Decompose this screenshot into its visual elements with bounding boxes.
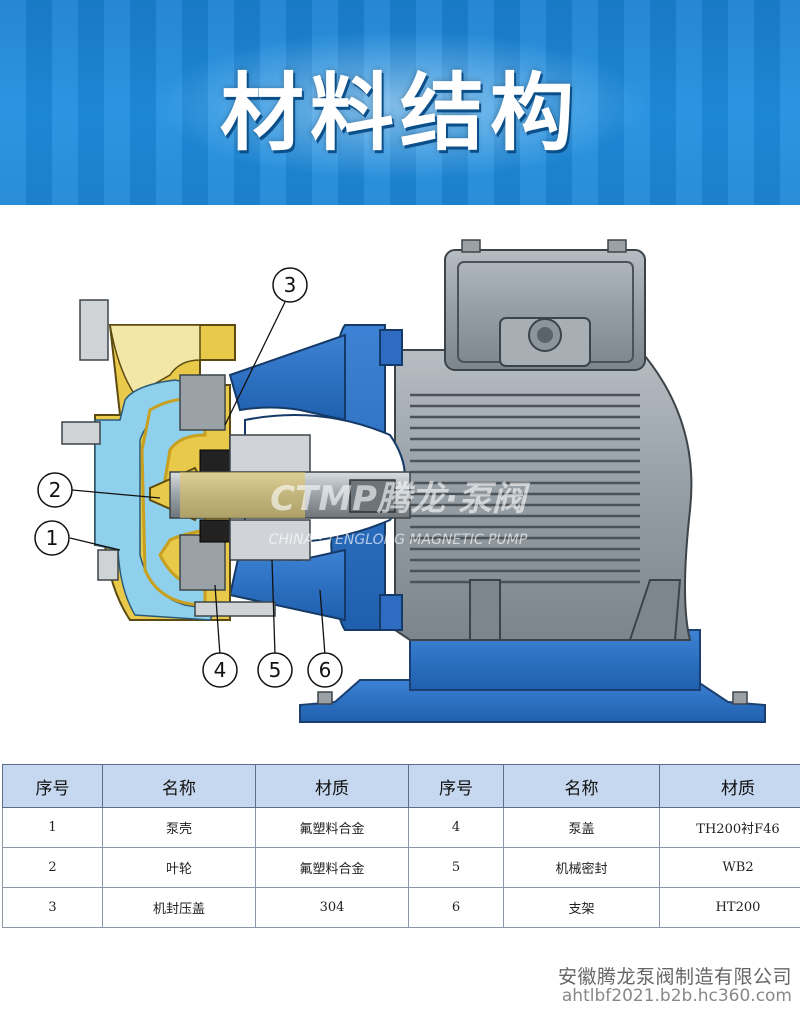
header-banner: 材料结构	[0, 0, 800, 205]
watermark-subtitle: CHINA · TENGLONG MAGNETIC PUMP	[269, 532, 528, 548]
motor-foot	[628, 579, 682, 641]
bolt-icon	[461, 239, 481, 253]
svg-text:6: 6	[319, 658, 332, 682]
banner-stripes	[0, 0, 800, 205]
bolt-icon	[194, 601, 276, 617]
col-header-index: 序号	[2, 764, 103, 808]
cell-name: 泵盖	[503, 807, 660, 848]
cell-material: TH200衬F46	[659, 807, 800, 848]
callout-5: 5	[257, 652, 293, 688]
materials-table: 序号 名称 材质 序号 名称 材质 1 泵壳 氟塑料合金 4 泵盖 TH200衬…	[2, 764, 800, 928]
bracket	[228, 333, 346, 422]
page-title: 材料结构	[219, 64, 580, 162]
col-header-material: 材质	[255, 764, 409, 808]
cell-material: 氟塑料合金	[255, 847, 409, 888]
cooling-fins	[410, 393, 640, 584]
footer-company-name: 安徽腾龙泵阀制造有限公司	[557, 966, 792, 988]
gland-plate	[179, 374, 226, 431]
seal-ring	[199, 519, 231, 543]
mechanical-seal	[229, 519, 311, 561]
gland-plate	[179, 534, 226, 591]
bolt-icon	[732, 691, 748, 705]
callout-1: 1	[34, 520, 70, 556]
cell-material: WB2	[659, 847, 800, 888]
watermark-logo: CTMP腾龙·泵阀	[270, 479, 531, 519]
col-header-material: 材质	[659, 764, 800, 808]
svg-text:2: 2	[49, 478, 62, 502]
col-header-name: 名称	[102, 764, 256, 808]
table-row: 1 泵壳 氟塑料合金 4 泵盖 TH200衬F46	[2, 807, 800, 848]
col-header-index: 序号	[408, 764, 504, 808]
table-row: 3 机封压盖 304 6 支架 HT200	[2, 887, 800, 928]
footer-url: ahtlbf2021.b2b.hc360.com	[561, 986, 792, 1006]
motor	[299, 239, 766, 723]
cell-material: HT200	[659, 887, 800, 928]
callout-4: 4	[202, 652, 238, 688]
pump-structure-diagram: CTMP腾龙·泵阀 CHINA · TENGLONG MAGNETIC PUMP…	[34, 239, 766, 723]
casing-liner	[94, 379, 217, 621]
table-header-row: 序号 名称 材质 序号 名称 材质	[2, 764, 800, 808]
cell-index: 4	[408, 807, 504, 848]
bolt-icon	[61, 421, 101, 445]
svg-text:1: 1	[46, 526, 59, 550]
cell-name: 泵壳	[102, 807, 256, 848]
motor-foot	[469, 579, 501, 641]
bolt-icon	[317, 691, 333, 705]
cell-name: 叶轮	[102, 847, 256, 888]
cell-name: 机封压盖	[102, 887, 256, 928]
seal-ring	[199, 449, 231, 473]
cell-name: 支架	[503, 887, 660, 928]
leader-lines	[69, 301, 326, 656]
casing-inlet	[109, 324, 201, 396]
svg-text:3: 3	[284, 273, 297, 297]
mechanical-seal	[229, 434, 311, 476]
bolt-icon	[79, 299, 109, 361]
shaft-coupling	[349, 479, 396, 513]
cell-index: 5	[408, 847, 504, 888]
cell-material: 氟塑料合金	[255, 807, 409, 848]
cell-material: 304	[255, 887, 409, 928]
callout-2: 2	[37, 472, 73, 508]
cell-index: 3	[2, 887, 103, 928]
bolt-icon	[97, 549, 119, 581]
cell-index: 1	[2, 807, 103, 848]
callout-3: 3	[272, 267, 308, 303]
cell-index: 6	[408, 887, 504, 928]
cell-index: 2	[2, 847, 103, 888]
terminal-box	[444, 249, 646, 371]
table-row: 2 叶轮 氟塑料合金 5 机械密封 WB2	[2, 847, 800, 888]
svg-text:5: 5	[269, 658, 282, 682]
svg-text:4: 4	[214, 658, 227, 682]
cell-name: 机械密封	[503, 847, 660, 888]
col-header-name: 名称	[503, 764, 660, 808]
bolt-icon	[607, 239, 627, 253]
callout-6: 6	[307, 652, 343, 688]
banner-glow	[150, 30, 650, 180]
shaft-sleeve	[180, 472, 305, 518]
